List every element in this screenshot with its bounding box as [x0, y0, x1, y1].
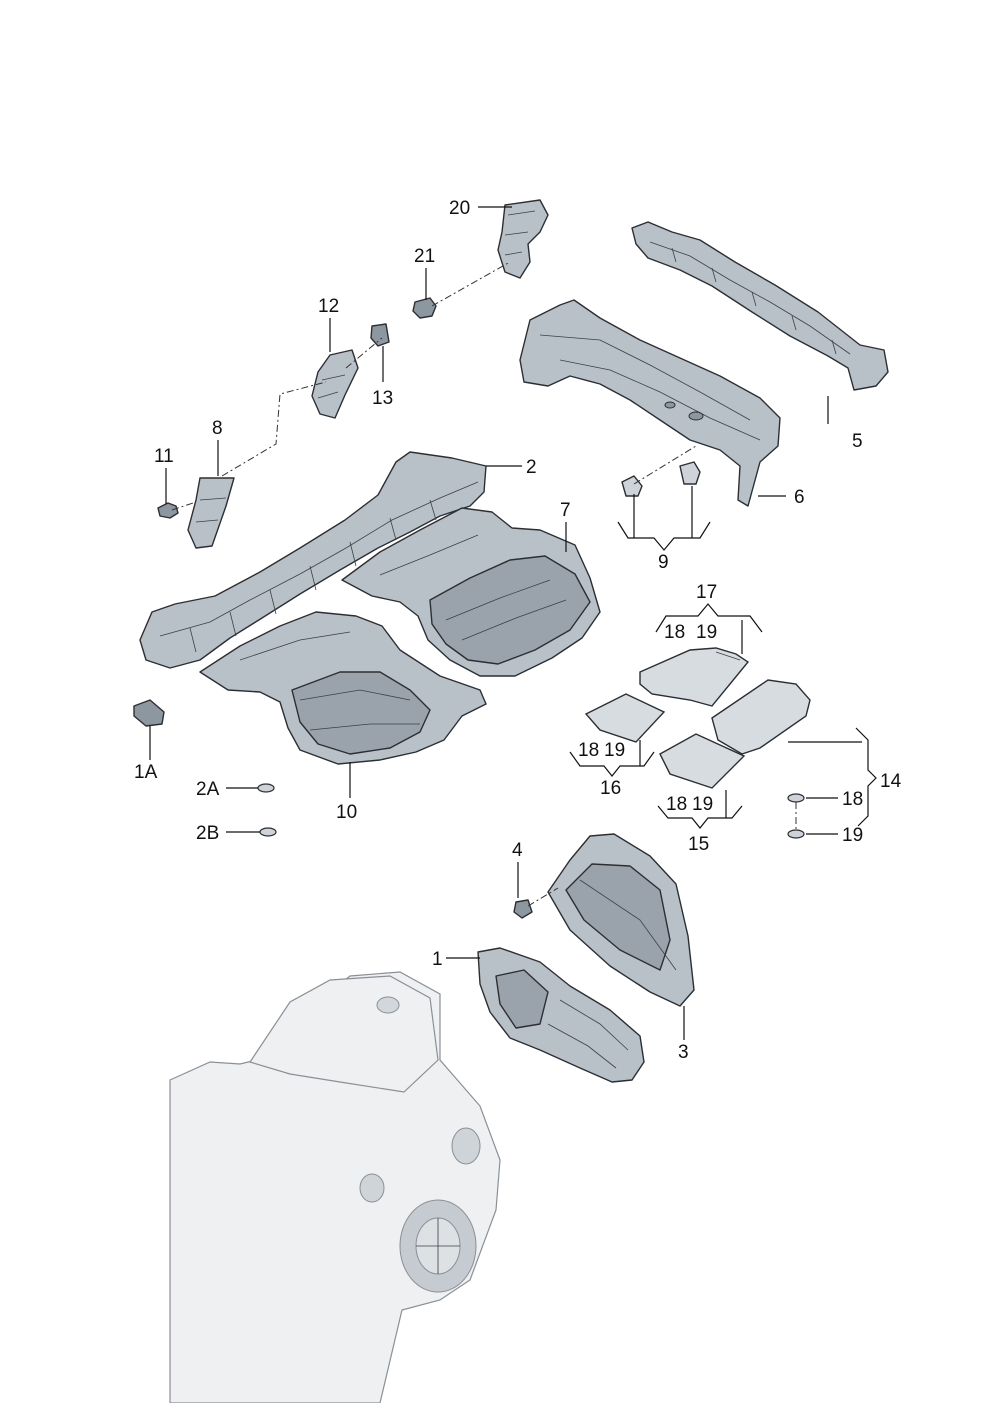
part-11-screw[interactable] — [157, 502, 179, 519]
label-4: 4 — [512, 840, 523, 861]
mat-15-rear-right[interactable] — [659, 733, 746, 789]
part-3-luggage-liner[interactable] — [547, 833, 695, 1007]
part-1-front-insulation[interactable] — [477, 947, 645, 1083]
bracket-16 — [569, 740, 655, 777]
part-19-fastener[interactable] — [787, 829, 805, 839]
assembly-line-8-12 — [221, 381, 327, 477]
label-19-a: 19 — [696, 622, 717, 643]
bracket-15 — [657, 790, 743, 829]
label-18-b: 18 — [578, 740, 599, 761]
label-14: 14 — [880, 771, 902, 792]
part-labels: 20 21 12 13 8 11 2 5 6 7 9 17 18 19 18 1… — [134, 198, 902, 1063]
label-7: 7 — [560, 500, 571, 521]
label-9: 9 — [658, 552, 669, 573]
part-8-side-trim[interactable] — [187, 477, 235, 549]
mat-14-front-right[interactable] — [711, 679, 811, 755]
label-1: 1 — [432, 949, 443, 970]
bracket-17 — [655, 603, 763, 654]
part-5-cross-member[interactable] — [631, 221, 889, 391]
part-1A-pad[interactable] — [133, 699, 165, 727]
part-4-clip[interactable] — [513, 899, 533, 919]
label-18-c: 18 — [666, 794, 687, 815]
label-8: 8 — [212, 418, 223, 439]
label-20: 20 — [449, 198, 470, 219]
label-2: 2 — [526, 457, 537, 478]
label-3: 3 — [678, 1042, 689, 1063]
part-10-front-floor-insulation[interactable] — [199, 611, 487, 765]
label-17: 17 — [696, 582, 717, 603]
part-6-bulkhead-insulation[interactable] — [519, 299, 781, 507]
label-5: 5 — [852, 431, 863, 452]
part-2-tunnel-insulation[interactable] — [139, 451, 487, 669]
part-2B-plug[interactable] — [259, 827, 277, 837]
label-6: 6 — [794, 487, 805, 508]
assembly-line-4-3 — [527, 887, 559, 907]
bracket-9 — [617, 486, 711, 551]
mat-17-front-left[interactable] — [639, 647, 750, 707]
label-21: 21 — [414, 246, 435, 267]
label-19-d: 19 — [842, 825, 863, 846]
label-2B: 2B — [196, 823, 219, 844]
part-9-plugs[interactable] — [621, 461, 701, 497]
part-13-clip[interactable] — [370, 323, 390, 347]
assembly-line-11-8 — [171, 501, 197, 511]
label-18-d: 18 — [842, 789, 863, 810]
part-20-bracket[interactable] — [497, 199, 549, 279]
assembly-line-9-6 — [633, 445, 697, 485]
label-19-c: 19 — [692, 794, 713, 815]
part-18-fastener[interactable] — [787, 793, 805, 803]
part-2A-plug[interactable] — [257, 783, 275, 793]
label-16: 16 — [600, 778, 621, 799]
label-12: 12 — [318, 296, 339, 317]
assembly-line-21-20 — [431, 261, 511, 307]
label-18-a: 18 — [664, 622, 685, 643]
part-21-clip[interactable] — [412, 297, 437, 319]
label-11: 11 — [154, 446, 174, 467]
label-19-b: 19 — [604, 740, 625, 761]
bracket-14 — [788, 727, 877, 827]
label-13: 13 — [372, 388, 393, 409]
leader-lines — [149, 206, 838, 1040]
label-15: 15 — [688, 834, 709, 855]
mat-16-rear-left[interactable] — [584, 693, 666, 743]
label-1A: 1A — [134, 762, 158, 783]
label-2A: 2A — [196, 779, 220, 800]
car-illustration — [169, 971, 501, 1403]
label-10: 10 — [336, 802, 357, 823]
part-7-rear-floor-insulation[interactable] — [341, 507, 601, 677]
